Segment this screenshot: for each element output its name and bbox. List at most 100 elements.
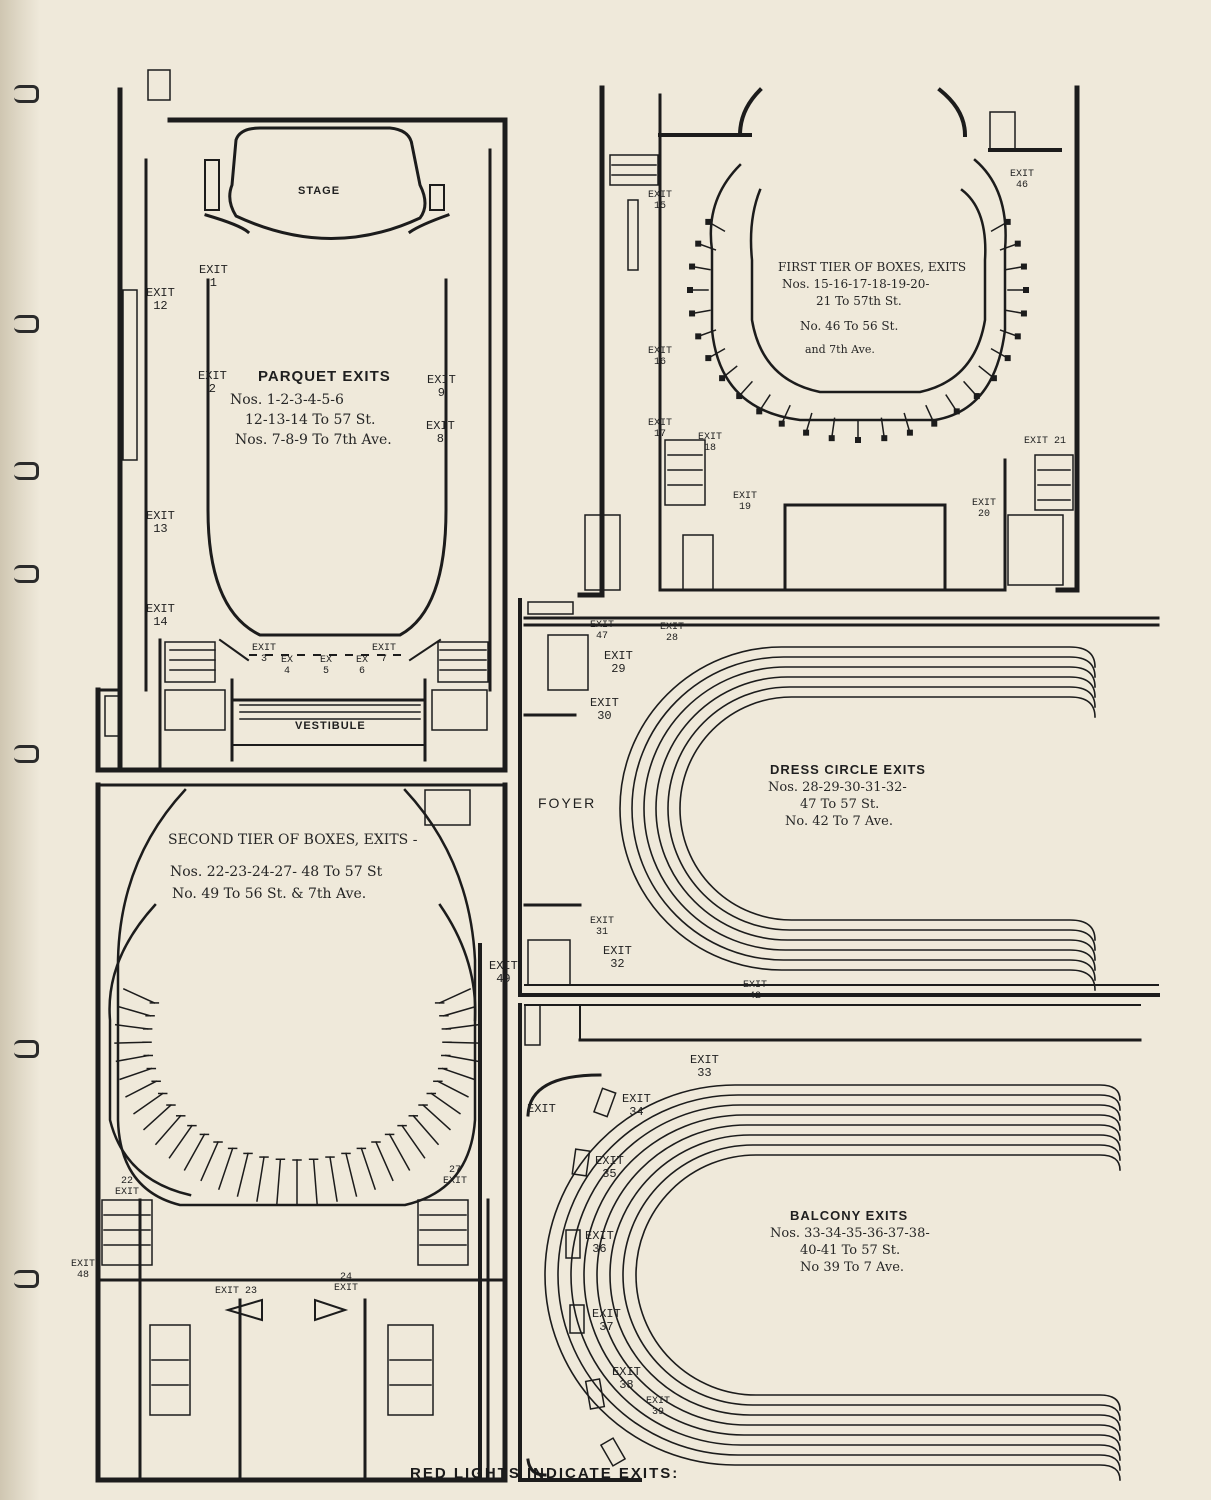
parquet-seating-outline — [206, 278, 448, 662]
first-tier-line-4: and 7th Ave. — [805, 343, 875, 356]
box-divider — [345, 1152, 358, 1197]
seating-row — [570, 1104, 1121, 1461]
box-marker — [973, 393, 980, 400]
box-divider — [114, 1041, 148, 1044]
box-marker — [828, 435, 835, 442]
box-divider — [441, 1067, 475, 1081]
seating-row — [667, 686, 1096, 951]
box-divider — [438, 988, 472, 1004]
exit-label: EXIT 29 — [604, 649, 633, 676]
parquet-title: PARQUET EXITS — [258, 368, 391, 385]
box-marker — [803, 429, 810, 436]
second-tier-line-2: No. 49 To 56 St. & 7th Ave. — [172, 886, 367, 902]
box-marker — [990, 375, 997, 382]
exit-label: EXIT 16 — [648, 346, 673, 368]
seating-row — [544, 1084, 1121, 1481]
box-divider — [374, 1141, 394, 1182]
seating-row — [643, 666, 1096, 971]
exit-label: EXIT 20 — [972, 498, 997, 520]
box-marker — [687, 287, 693, 293]
seating-row — [631, 656, 1096, 981]
box-marker — [719, 375, 726, 382]
seating-row — [622, 1144, 1121, 1421]
exit-label: EXIT 48 — [71, 1259, 96, 1281]
box-divider — [360, 1147, 377, 1190]
exit-label: EXIT 3 — [252, 643, 277, 665]
first-tier-plan — [577, 85, 1080, 598]
stitch-mark — [14, 1040, 39, 1058]
seating-row — [583, 1114, 1121, 1451]
box-divider — [388, 1133, 411, 1171]
box-divider — [133, 1092, 164, 1115]
box-marker — [695, 240, 702, 247]
footer-note: RED LIGHTS INDICATE EXITS: — [410, 1465, 680, 1482]
second-tier-boxes — [114, 988, 480, 1206]
box-divider — [125, 1080, 158, 1098]
exit-label: EXIT 46 — [1010, 169, 1035, 191]
first-tier-stairs — [584, 111, 1074, 591]
parquet-line-1: Nos. 1-2-3-4-5-6 — [230, 392, 344, 408]
exit-label: EXIT 36 — [585, 1229, 614, 1256]
box-divider — [117, 1005, 152, 1017]
box-divider — [119, 1067, 153, 1081]
exit-label: EX 6 — [356, 655, 369, 677]
parquet-plan — [95, 87, 508, 773]
exit-label: EX 5 — [320, 655, 333, 677]
box-marker — [695, 333, 702, 340]
exit-label: EXIT 21 — [1024, 436, 1067, 447]
exit-label: EXIT 34 — [622, 1092, 651, 1119]
exit-label: EXIT 49 — [489, 959, 518, 986]
box-divider — [830, 417, 836, 440]
box-divider — [401, 1124, 426, 1159]
box-marker — [1004, 355, 1011, 362]
second-tier-plan — [95, 782, 508, 1483]
box-marker — [705, 218, 712, 225]
stitch-mark — [14, 1270, 39, 1288]
exit-label: EXIT 14 — [146, 602, 175, 629]
dress-circle-line-3: No. 42 To 7 Ave. — [785, 814, 893, 829]
box-divider — [903, 412, 911, 434]
seating-row — [557, 1094, 1121, 1471]
stitch-mark — [14, 745, 39, 763]
box-marker — [1020, 310, 1027, 317]
exit-label: EXIT 35 — [595, 1154, 624, 1181]
box-marker — [906, 429, 913, 436]
dress-circle-line-2: 47 To 57 St. — [800, 797, 880, 812]
stitch-mark — [14, 462, 39, 480]
box-divider — [217, 1147, 234, 1190]
box-marker — [1023, 287, 1029, 293]
exit-label: EXIT 23 — [215, 1286, 258, 1297]
box-divider — [412, 1114, 440, 1146]
box-marker — [1020, 263, 1027, 270]
box-divider — [168, 1124, 193, 1159]
balcony-line-2: 40-41 To 57 St. — [800, 1243, 901, 1258]
balcony-rows — [544, 1084, 1121, 1481]
box-marker — [855, 437, 861, 443]
parquet-line-2: 12-13-14 To 57 St. — [245, 412, 376, 428]
second-tier-title: SECOND TIER OF BOXES, EXITS - — [168, 832, 418, 848]
first-tier-title: FIRST TIER OF BOXES, EXITS — [778, 260, 967, 274]
box-divider — [421, 1103, 452, 1131]
box-marker — [1014, 240, 1021, 247]
balcony-title: BALCONY EXITS — [790, 1208, 909, 1223]
dress-circle-plan — [518, 598, 1160, 997]
box-divider — [142, 1103, 173, 1131]
box-marker — [953, 408, 960, 415]
second-tier-stairs — [101, 789, 471, 1416]
stitch-mark — [14, 315, 39, 333]
box-marker — [931, 420, 938, 427]
balcony-line-3: No 39 To 7 Ave. — [800, 1260, 905, 1275]
box-marker — [1014, 333, 1021, 340]
first-tier-line-2: 21 To 57th St. — [816, 294, 902, 308]
exit-label: EXIT — [527, 1102, 556, 1116]
seating-row — [596, 1124, 1121, 1441]
exit-label: EXIT 17 — [648, 418, 673, 440]
exit-label: EXIT 38 — [612, 1365, 641, 1392]
exit-label: EXIT 15 — [648, 190, 673, 212]
balcony-exit-boxes — [565, 1087, 627, 1467]
box-divider — [444, 1054, 479, 1063]
box-marker — [756, 408, 763, 415]
box-divider — [276, 1158, 282, 1205]
parquet-line-3: Nos. 7-8-9 To 7th Ave. — [235, 432, 392, 448]
